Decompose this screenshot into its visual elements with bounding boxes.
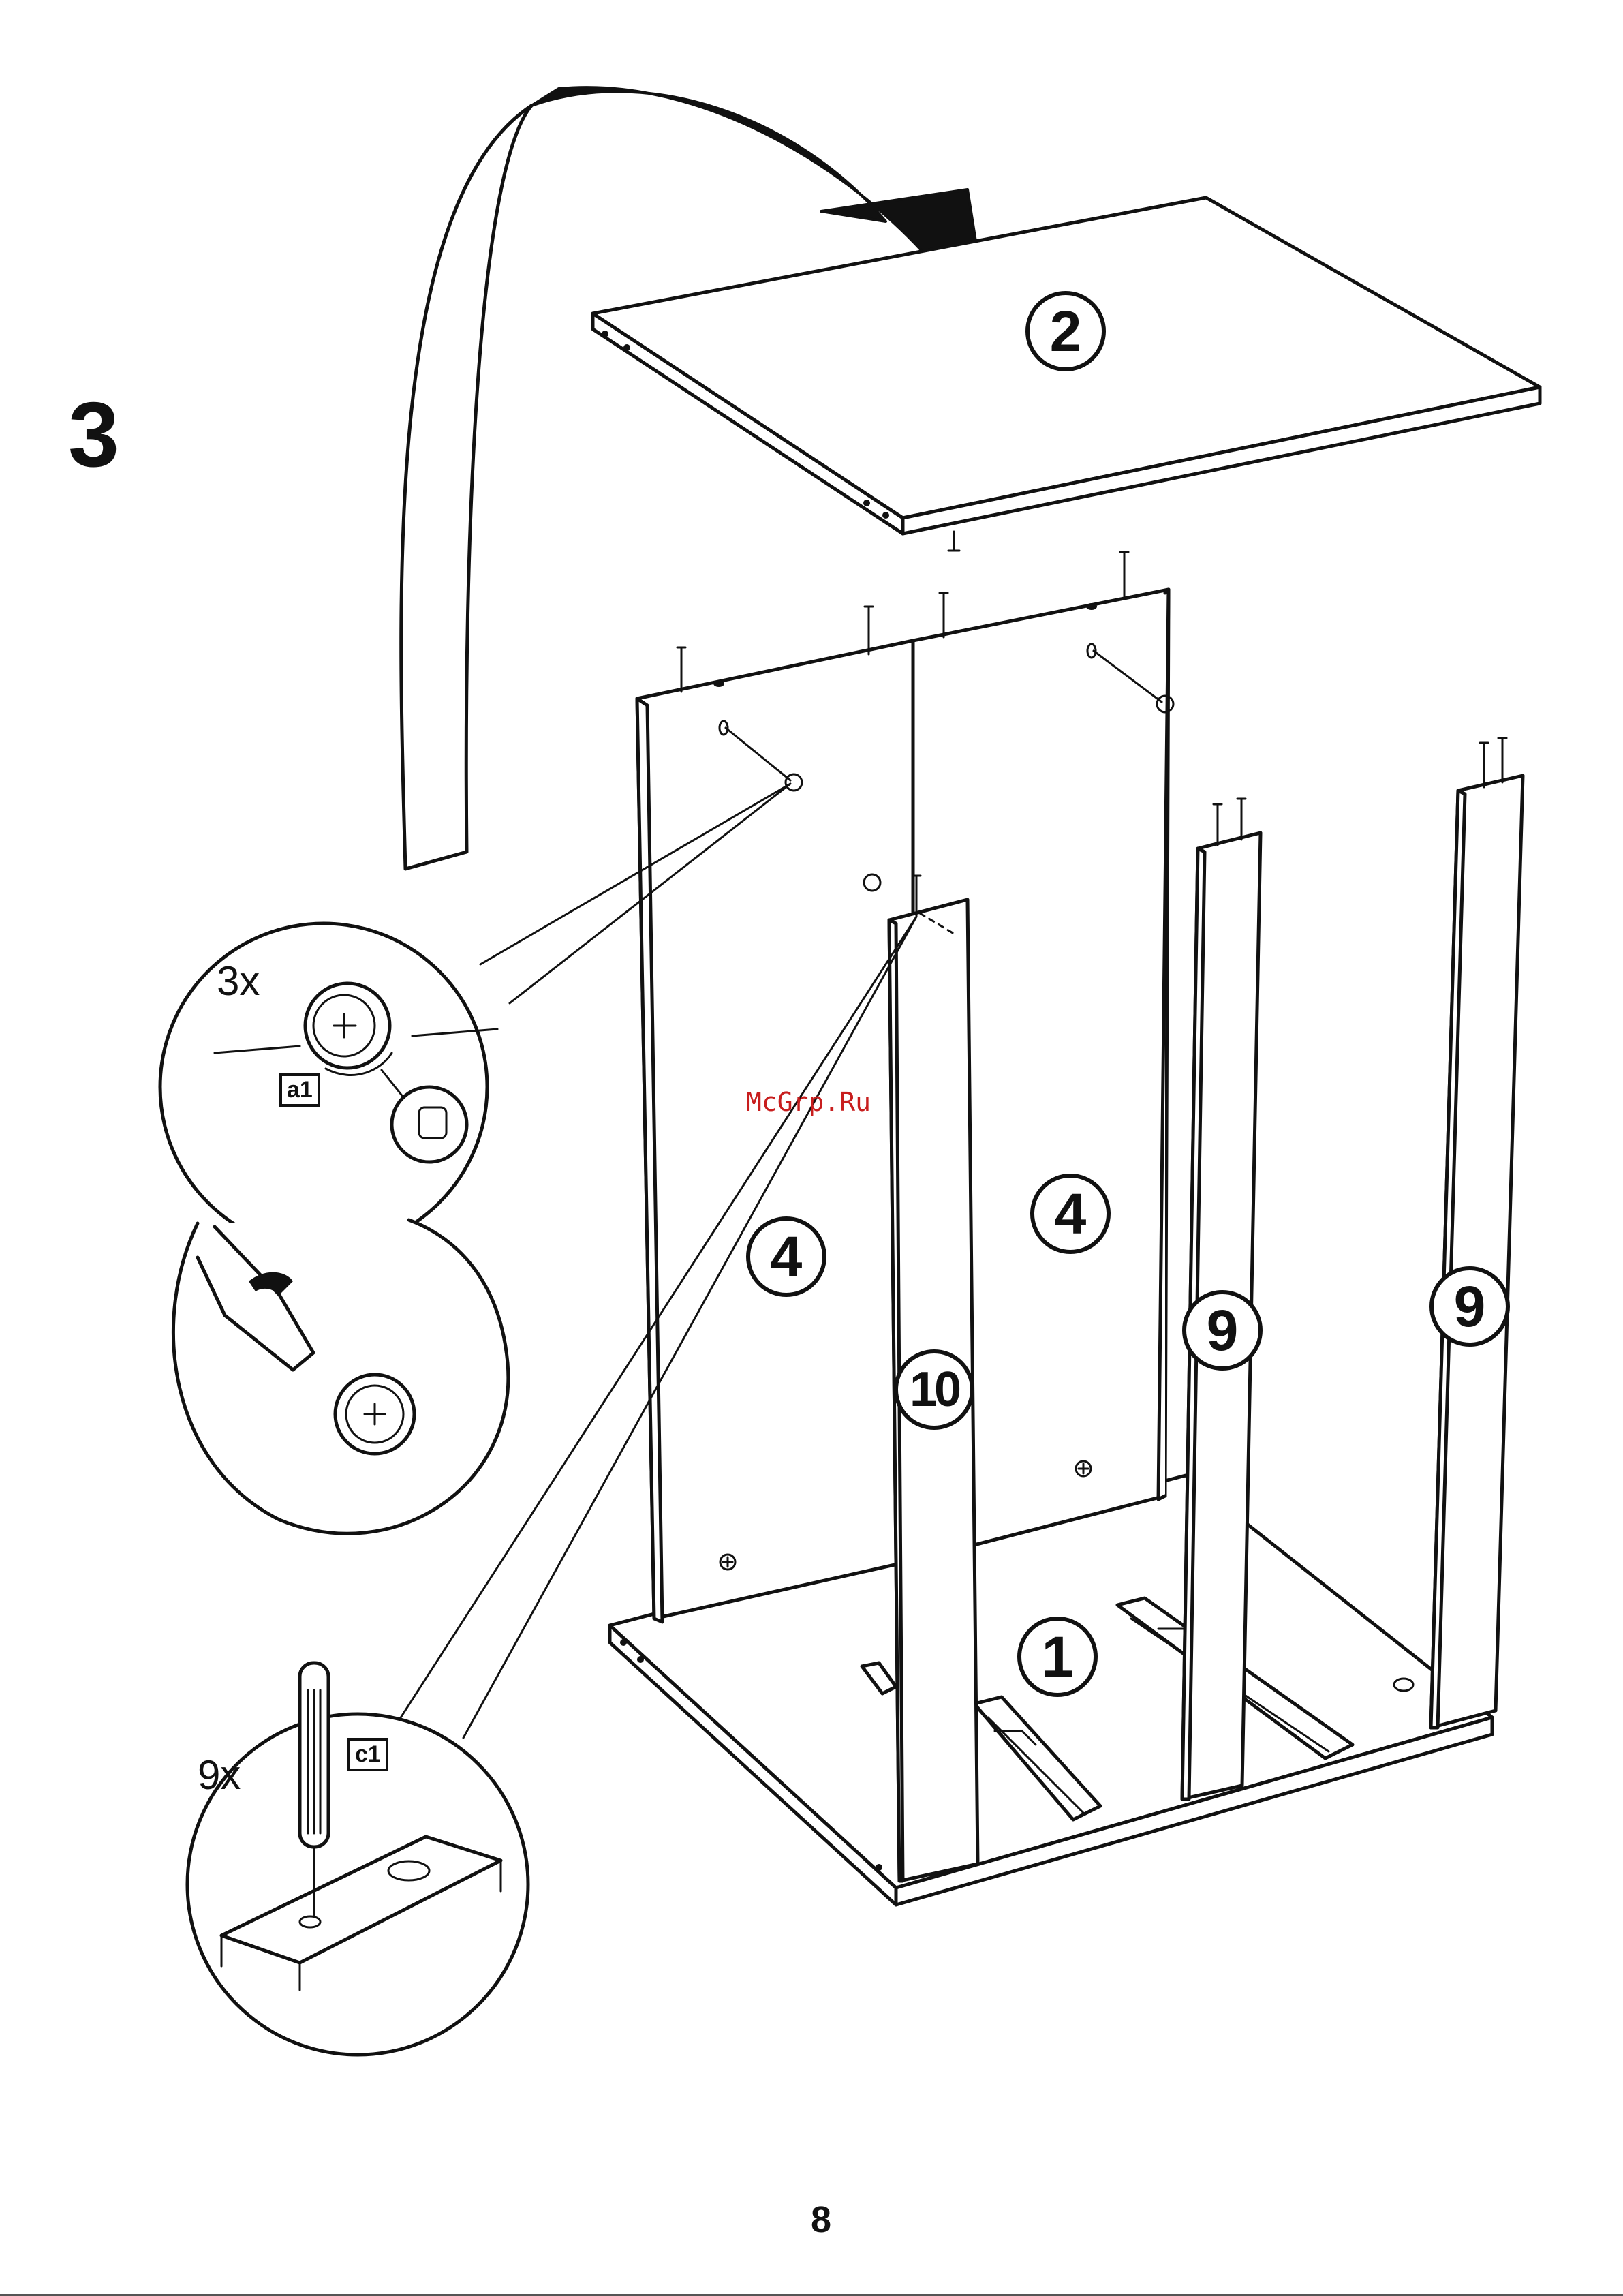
cam-lock-quantity: 3x (217, 961, 260, 1002)
pin-quantity: 9x (198, 1755, 241, 1796)
page-number: 8 (804, 2201, 838, 2238)
part-label-post-back: 9 (1429, 1266, 1510, 1347)
part-label-bottom-panel: 1 (1017, 1617, 1098, 1697)
part-label-post-front: 10 (894, 1349, 974, 1430)
detail-screwdriver (173, 1220, 508, 1533)
part-label-post-middle: 9 (1182, 1290, 1263, 1371)
part-label-side-panel-right: 4 (1030, 1174, 1111, 1254)
part-label-top-panel: 2 (1025, 291, 1106, 371)
cam-lock-code: a1 (279, 1073, 320, 1107)
step-number: 3 (68, 388, 119, 480)
top-panel (593, 198, 1540, 551)
pin-code: c1 (347, 1738, 388, 1771)
watermark: McGrp.Ru (746, 1089, 871, 1115)
part-label-side-panel-left: 4 (746, 1216, 826, 1297)
